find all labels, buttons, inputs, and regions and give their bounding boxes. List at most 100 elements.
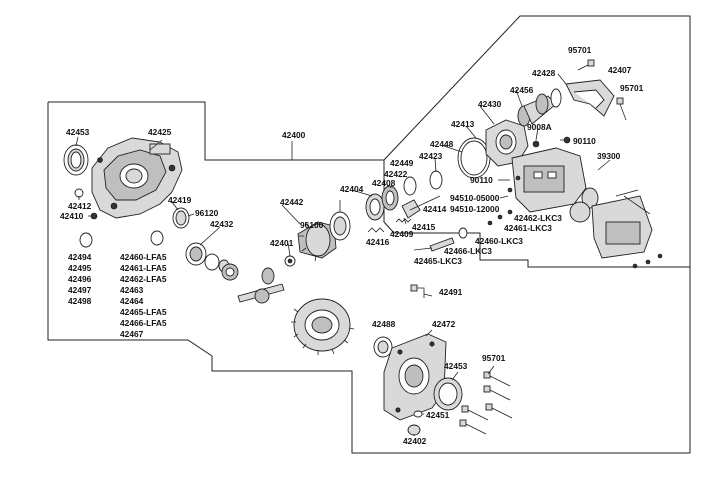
breather-42491 — [410, 284, 425, 298]
label-42423: 42423 — [419, 151, 443, 161]
label-96120: 96120 — [195, 208, 219, 218]
spider-gear — [221, 263, 239, 281]
ring-42423 — [429, 170, 443, 190]
label-42494: 42494 — [68, 252, 92, 262]
label-95701-bottom: 95701 — [482, 353, 506, 363]
clip-42412 — [74, 188, 84, 198]
label-42402: 42402 — [403, 436, 427, 446]
label-42491: 42491 — [439, 287, 463, 297]
label-42466-lfa5: 42466-LFA5 — [120, 318, 167, 328]
seal-96120 — [172, 207, 190, 229]
label-42453-top: 42453 — [66, 127, 90, 137]
cover-42472 — [383, 333, 447, 421]
label-9008a: 9008A — [527, 122, 552, 132]
side-gear — [261, 267, 275, 285]
fork-42414 — [401, 195, 441, 219]
label-42401: 42401 — [270, 238, 294, 248]
label-42488: 42488 — [372, 319, 396, 329]
label-42410: 42410 — [60, 211, 84, 221]
label-42442: 42442 — [280, 197, 304, 207]
rear-housing-42425 — [91, 137, 183, 219]
shaft-42401 — [284, 255, 296, 267]
label-42414: 42414 — [423, 204, 447, 214]
label-42425: 42425 — [148, 127, 172, 137]
label-42451: 42451 — [426, 410, 450, 420]
label-42467: 42467 — [120, 329, 144, 339]
label-42498: 42498 — [68, 296, 92, 306]
label-42496: 42496 — [68, 274, 92, 284]
label-95701-top: 95701 — [568, 45, 592, 55]
spring-42415 — [395, 218, 412, 223]
label-42409: 42409 — [390, 229, 414, 239]
label-42430: 42430 — [478, 99, 502, 109]
label-42461-lfa5: 42461-LFA5 — [120, 263, 167, 273]
gasket-42448 — [457, 137, 491, 179]
label-90110-mid: 90110 — [470, 175, 493, 185]
label-42432: 42432 — [210, 219, 234, 229]
bolts-95701-bottom — [459, 371, 513, 435]
label-42465-lkc3: 42465-LKC3 — [414, 256, 462, 266]
actuator-39300 — [511, 147, 653, 259]
nut-9008a — [532, 140, 540, 148]
label-94510-12000: 94510-12000 — [450, 204, 500, 214]
ring-42422 — [403, 176, 417, 196]
label-39300: 39300 — [597, 151, 621, 161]
label-42460-lkc3: 42460-LKC3 — [475, 236, 523, 246]
oring-42494 — [79, 232, 93, 248]
label-42400: 42400 — [282, 130, 306, 140]
bearing-42442 — [329, 211, 351, 241]
collar-42466-lkc3 — [458, 227, 468, 239]
label-42413: 42413 — [451, 119, 475, 129]
label-96100: 96100 — [300, 220, 324, 230]
label-42465-lfa5: 42465-LFA5 — [120, 307, 167, 317]
label-94510-05000: 94510-05000 — [450, 193, 500, 203]
pin-42416 — [367, 227, 385, 233]
sleeve-42408 — [381, 185, 399, 211]
bearing-42432 — [185, 242, 207, 266]
bearing-42404 — [365, 193, 385, 221]
label-42407: 42407 — [608, 65, 632, 75]
label-42462-lfa5: 42462-LFA5 — [120, 274, 167, 284]
label-90110-top: 90110 — [573, 136, 596, 146]
oring-42460 — [150, 230, 164, 246]
oil-seal-42453 — [63, 144, 89, 176]
label-42422: 42422 — [384, 169, 408, 179]
label-42462-lkc3: 42462-LKC3 — [514, 213, 562, 223]
ring-gear — [291, 298, 355, 355]
bolt-95701-right — [616, 97, 627, 121]
bracket-42407 — [565, 79, 615, 117]
label-42461-lkc3: 42461-LKC3 — [504, 223, 552, 233]
label-42464: 42464 — [120, 296, 144, 306]
label-42453-bottom: 42453 — [444, 361, 468, 371]
label-42463: 42463 — [120, 285, 144, 295]
seal-42488 — [373, 336, 393, 358]
seal-42453-bottom — [433, 377, 463, 411]
label-42415: 42415 — [412, 222, 436, 232]
label-42456: 42456 — [510, 85, 534, 95]
label-42495: 42495 — [68, 263, 92, 273]
pin-42465-lkc3 — [429, 237, 455, 252]
label-42460-lfa5: 42460-LFA5 — [120, 252, 167, 262]
label-95701-right: 95701 — [620, 83, 644, 93]
bolt-95701-top — [577, 59, 595, 71]
pinion-96100 — [297, 221, 337, 262]
label-42408: 42408 — [372, 178, 396, 188]
label-42449: 42449 — [390, 158, 414, 168]
label-42448: 42448 — [430, 139, 454, 149]
coupler-42456 — [517, 88, 562, 127]
screw-90110 — [563, 136, 571, 144]
plug-42402 — [407, 424, 421, 436]
front-housing-42430 — [485, 119, 529, 167]
label-42419: 42419 — [168, 195, 192, 205]
label-42428: 42428 — [532, 68, 556, 78]
label-42497: 42497 — [68, 285, 92, 295]
label-42412: 42412 — [68, 201, 92, 211]
label-42466-lkc3: 42466-LKC3 — [444, 246, 492, 256]
label-42416: 42416 — [366, 237, 390, 247]
cross-shaft — [237, 283, 285, 304]
washer-42451 — [413, 410, 423, 418]
label-42404: 42404 — [340, 184, 364, 194]
label-42472: 42472 — [432, 319, 456, 329]
